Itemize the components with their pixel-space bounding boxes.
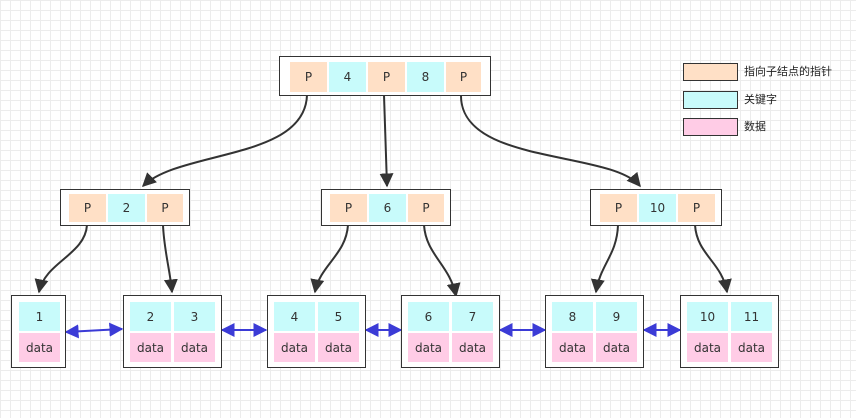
edge-root-to-node-3	[459, 94, 641, 188]
root-pointer-3: P	[446, 62, 481, 92]
leaf-5-data-2: data	[596, 333, 637, 362]
legend-data-swatch	[683, 118, 738, 136]
leaf-6-key-1: 10	[687, 302, 728, 331]
leaf-3-key-2: 5	[318, 302, 359, 331]
leaf-4-key-1: 6	[408, 302, 449, 331]
legend-pointer-swatch	[683, 63, 738, 81]
leaf-4-data-1: data	[408, 333, 449, 362]
leaf-3-key-1: 4	[274, 302, 315, 331]
leaf-4-data-2: data	[452, 333, 493, 362]
leaf-2-data-2: data	[174, 333, 215, 362]
root-pointer-2: P	[368, 62, 405, 92]
edge-node-2-to-leaf-4	[423, 224, 461, 298]
internal-3-pointer-1: P	[600, 194, 637, 222]
leaf-2-key-2: 3	[174, 302, 215, 331]
internal-2-pointer-2: P	[408, 194, 444, 222]
internal-node-1: P 2 P	[60, 189, 190, 226]
leaf-node-5: 8 9 data data	[545, 295, 644, 368]
root-pointer-1: P	[290, 62, 327, 92]
root-key-1: 4	[329, 62, 366, 92]
internal-1-pointer-2: P	[147, 194, 183, 222]
leaf-3-data-1: data	[274, 333, 315, 362]
edge-node-1-to-leaf-1	[34, 224, 88, 294]
internal-node-3: P 10 P	[590, 189, 722, 226]
leaf-5-key-1: 8	[552, 302, 593, 331]
edge-node-2-to-leaf-3	[310, 224, 349, 294]
leaf-6-data-2: data	[731, 333, 772, 362]
leaf-5-data-1: data	[552, 333, 593, 362]
leaf-node-2: 2 3 data data	[123, 295, 222, 368]
leaf-5-key-2: 9	[596, 302, 637, 331]
leaf-1-key-1: 1	[19, 302, 60, 331]
internal-1-pointer-1: P	[69, 194, 106, 222]
legend-pointer-label: 指向子结点的指针	[744, 65, 832, 78]
leaf-link-1-2	[64, 322, 124, 339]
leaf-1-data-1: data	[19, 333, 60, 362]
legend-key-swatch	[683, 91, 738, 109]
legend-data-label: 数据	[744, 120, 766, 133]
leaf-node-1: 1 data	[11, 295, 66, 368]
leaf-2-data-1: data	[130, 333, 171, 362]
internal-3-key: 10	[639, 194, 676, 222]
leaf-3-data-2: data	[318, 333, 359, 362]
leaf-node-6: 10 11 data data	[680, 295, 779, 368]
edge-node-1-to-leaf-2	[162, 224, 178, 294]
leaf-4-key-2: 7	[452, 302, 493, 331]
leaf-node-3: 4 5 data data	[267, 295, 366, 368]
internal-node-2: P 6 P	[321, 189, 451, 226]
edge-root-to-node-2	[379, 94, 394, 188]
internal-2-pointer-1: P	[330, 194, 367, 222]
edge-node-3-to-leaf-6	[694, 224, 732, 294]
edge-node-3-to-leaf-5	[590, 224, 619, 294]
internal-3-pointer-2: P	[678, 194, 715, 222]
leaf-6-data-1: data	[687, 333, 728, 362]
leaf-6-key-2: 11	[731, 302, 772, 331]
root-node: P 4 P 8 P	[279, 56, 491, 96]
internal-1-key: 2	[108, 194, 145, 222]
legend-key-label: 关键字	[744, 93, 777, 106]
leaf-node-4: 6 7 data data	[401, 295, 500, 368]
leaf-2-key-1: 2	[130, 302, 171, 331]
root-key-2: 8	[407, 62, 444, 92]
internal-2-key: 6	[369, 194, 406, 222]
edge-root-to-node-1	[141, 94, 308, 187]
